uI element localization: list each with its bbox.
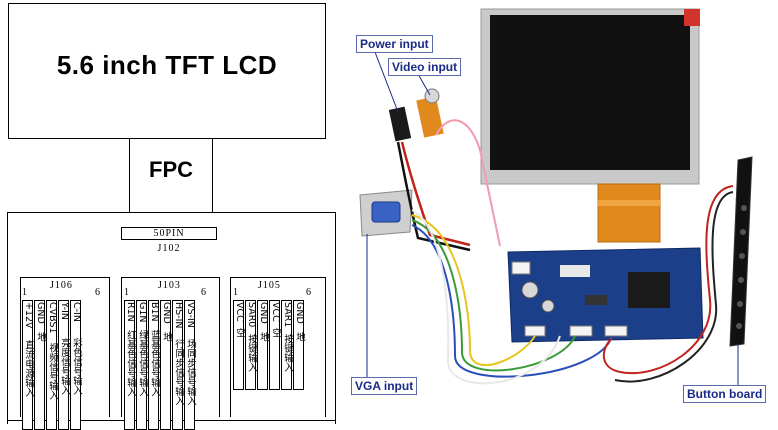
pcb-connector-c xyxy=(569,325,593,337)
j106-pin-3-desc: 视频信号输入 xyxy=(47,343,58,400)
wire-yellow xyxy=(411,214,536,367)
j105-pin-2 xyxy=(245,300,256,390)
main-chip xyxy=(628,272,670,308)
wire-power-black xyxy=(396,141,471,252)
button-2 xyxy=(740,229,746,235)
j105-pin-5-desc: 按键输入 xyxy=(282,334,293,372)
fpc-block: FPC xyxy=(129,139,213,213)
j106-pin-first: 1 xyxy=(22,287,27,298)
vga-input-callout: VGA input xyxy=(351,377,418,395)
j105-pin-5-label: SAR1 xyxy=(282,302,293,328)
pcb-connector-d xyxy=(604,325,628,337)
j105-pin-3-label: GND xyxy=(258,302,269,324)
j103-pin-last: 6 xyxy=(201,287,206,298)
button-6 xyxy=(736,323,742,329)
j105-pin-1-desc: 空 xyxy=(234,328,245,338)
j105-pin-6-desc: 地 xyxy=(294,332,305,342)
capacitor-2 xyxy=(541,299,555,313)
wire-white xyxy=(411,209,561,385)
j103-pin-5-desc: 行同步信号输入 xyxy=(173,339,184,406)
fpc-connector: 50PIN xyxy=(121,227,217,240)
board-outline xyxy=(7,212,336,424)
j103-pin-3-desc: 蓝基色信号输入 xyxy=(149,330,160,397)
button-5 xyxy=(737,301,743,307)
flex-cable xyxy=(597,183,661,243)
button-3 xyxy=(739,253,745,259)
j103-pin-6-label: VS-IN xyxy=(185,302,196,328)
connector-j103 xyxy=(121,277,220,417)
wire-button-red xyxy=(602,185,734,375)
j105-pin-1 xyxy=(233,300,244,390)
power-input-callout: Power input xyxy=(356,35,433,53)
connector-j105 xyxy=(230,277,326,417)
j105-pin-4-desc: 空 xyxy=(270,328,281,338)
flex-stripe xyxy=(598,200,660,206)
video-plug-tip xyxy=(424,88,440,104)
lcd-screen xyxy=(490,15,690,170)
j106-pin-1-label: +12V xyxy=(23,302,34,329)
j105-name: J105 xyxy=(258,280,281,291)
connector-name-label: J102 xyxy=(157,243,181,254)
j105-pin-4 xyxy=(269,300,280,390)
j103-pin-6-desc: 场同步信号输入 xyxy=(185,339,196,406)
j105-pin-last: 6 xyxy=(306,287,311,298)
j106-pin-5-desc: 彩色信号输入 xyxy=(71,338,82,395)
vga-connector-port xyxy=(371,201,401,223)
j103-pin-2-label: G1N xyxy=(137,302,148,323)
j105-pin-6-label: GND xyxy=(294,302,305,324)
connector-pins-label: 50PIN xyxy=(153,228,185,239)
j105-pin-5 xyxy=(281,300,292,390)
pcb-component-2 xyxy=(585,295,607,305)
j103-pin-1-label: R1N xyxy=(125,302,136,322)
button-board-callout: Button board xyxy=(683,385,767,403)
j105-pin-first: 1 xyxy=(233,287,238,298)
power-callout-line xyxy=(374,51,399,113)
lcd-corner-tab xyxy=(684,9,700,26)
j106-pin-3-label: CVBS1 xyxy=(47,302,58,334)
j105-pin-6 xyxy=(293,300,304,390)
wire-pink xyxy=(435,119,501,247)
button-1 xyxy=(741,205,747,211)
j105-pin-2-label: SAR0 xyxy=(246,302,257,328)
j106-pin-4-desc: 亮度信号输入 xyxy=(59,338,70,395)
j106-pin-4-label: Y-IN xyxy=(59,302,70,321)
j103-pin-2-desc: 绿基色信号输入 xyxy=(137,330,148,397)
j105-pin-3 xyxy=(257,300,268,390)
j106-pin-5-label: C-IN xyxy=(71,302,82,322)
connector-j106 xyxy=(20,277,110,417)
j106-name: J106 xyxy=(50,280,73,291)
j103-pin-1-desc: 红基色信号输入 xyxy=(125,330,136,397)
video-plug xyxy=(416,96,444,138)
j106-pin-last: 6 xyxy=(95,287,100,298)
lcd-panel-block: 5.6 inch TFT LCD xyxy=(8,3,326,139)
button-4 xyxy=(738,277,744,283)
power-plug xyxy=(388,106,412,142)
wire-button-black xyxy=(614,191,734,383)
pcb-connector-b xyxy=(524,325,546,337)
button-board xyxy=(729,156,753,347)
fpc-label: FPC xyxy=(149,157,193,182)
j105-pin-2-desc: 按键输入 xyxy=(246,334,257,372)
board-outline-bottom xyxy=(7,420,336,421)
j103-pin-4-desc: 地 xyxy=(161,332,172,342)
lcd-title: 5.6 inch TFT LCD xyxy=(56,50,278,80)
wire-power-red xyxy=(400,141,471,247)
pcb-component-1 xyxy=(560,265,590,277)
video-callout-line xyxy=(417,73,431,96)
j103-pin-first: 1 xyxy=(124,287,129,298)
j106-pin-2-desc: 地 xyxy=(35,332,46,342)
capacitor-1 xyxy=(521,281,539,299)
j103-pin-3-label: B1N xyxy=(149,302,160,322)
j103-pin-4-label: GND xyxy=(161,302,172,324)
j105-pin-4-label: VCC xyxy=(270,302,281,322)
j106-pin-1-desc: 直流电源输入 xyxy=(23,340,34,397)
video-input-callout: Video input xyxy=(388,58,462,76)
j103-pin-5-label: HS-IN xyxy=(173,302,184,329)
j105-pin-1-label: VCC xyxy=(234,302,245,322)
j106-pin-2-label: GND xyxy=(35,302,46,324)
j105-pin-3-desc: 地 xyxy=(258,332,269,342)
pcb-connector-a xyxy=(511,261,531,275)
j103-name: J103 xyxy=(158,280,181,291)
